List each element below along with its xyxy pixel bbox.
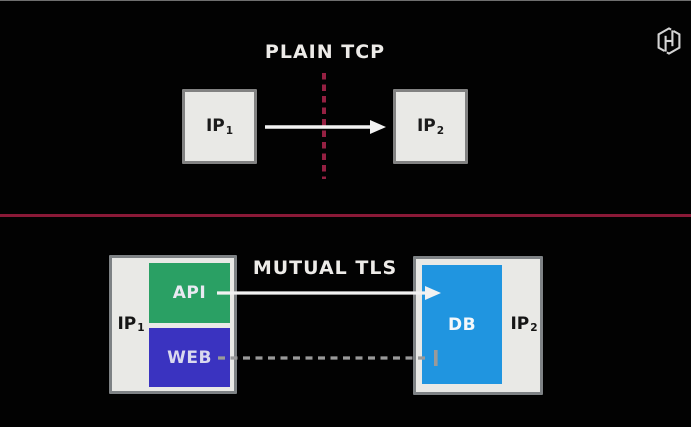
frame-top-edge xyxy=(0,0,691,1)
top-ip2-label: IP2 xyxy=(416,116,445,137)
blocked-dashed-line xyxy=(218,350,438,366)
api-service-label: API xyxy=(172,283,207,303)
web-service-label: WEB xyxy=(167,347,212,368)
ip1-host-box: IP1 API WEB xyxy=(109,255,237,394)
mtls-allowed-arrow xyxy=(217,286,441,300)
mutual-tls-title: MUTUAL TLS xyxy=(252,257,398,279)
plain-tcp-title: PLAIN TCP xyxy=(264,41,386,63)
section-divider-line xyxy=(0,214,691,217)
web-service-box: WEB xyxy=(149,328,230,387)
api-service-box: API xyxy=(149,263,230,323)
blocked-terminator-bar xyxy=(434,350,438,366)
ip2-host-box: DB IP2 xyxy=(413,256,543,395)
hashicorp-logo-icon xyxy=(657,27,681,55)
ip1-host-label: IP1 xyxy=(117,314,145,335)
top-ip1-label: IP1 xyxy=(205,116,234,137)
top-ip2-box: IP2 xyxy=(393,89,468,164)
db-service-label: DB xyxy=(447,314,477,335)
ip2-host-label: IP2 xyxy=(510,314,538,335)
top-ip1-box: IP1 xyxy=(182,89,257,164)
tcp-arrow xyxy=(265,120,386,134)
